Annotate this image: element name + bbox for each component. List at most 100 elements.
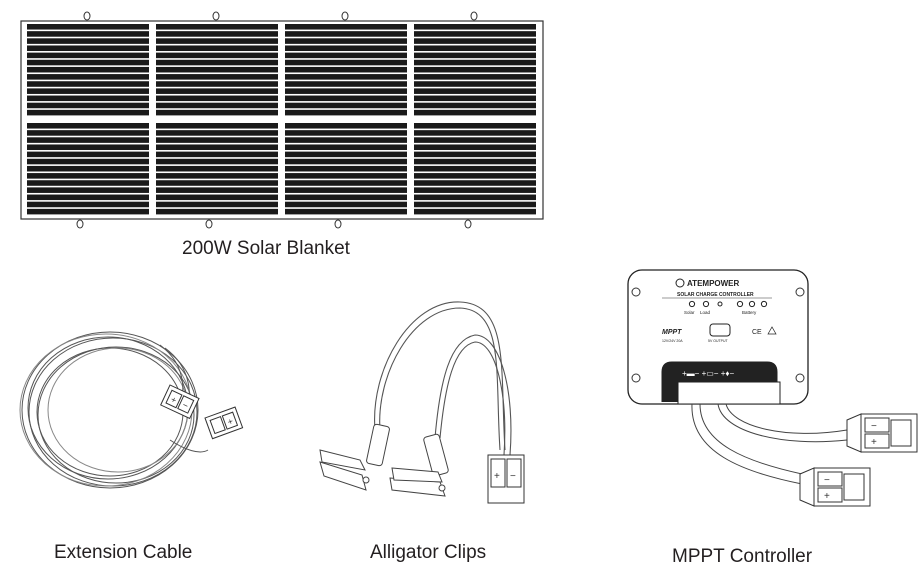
solar-panel [156,123,278,215]
panel-cell-strip [156,130,278,136]
panel-cell-strip [27,165,149,172]
panel-cell-strip [414,66,536,73]
solar-panel [285,24,407,116]
clip-cables [374,301,512,456]
grommet-icon [83,11,91,21]
anderson-connector-2: + [204,406,244,440]
panel-cell-strip [285,81,407,87]
panel-cell-strip [285,66,407,73]
panel-cell-strip [156,180,278,186]
panel-cell-strip [156,109,278,116]
grommet-icon [464,219,472,229]
grommets [76,11,478,229]
panel-cell-strip [27,173,149,179]
panel-cell-strip [156,144,278,151]
panel-cell-strip [156,158,278,165]
panel-cell-strip [414,180,536,186]
extension-cable-caption: Extension Cable [54,542,193,563]
panel-cell-strip [414,31,536,37]
terminal-symbols: +▬− +▭− +♦− [682,369,734,378]
controller-cables [691,403,848,485]
panel-cell-strip [285,151,407,158]
alligator-clip-1 [319,449,370,491]
panel-cell-strip [27,88,149,94]
alligator-clips: + − [319,301,525,504]
label-load: Load [700,310,711,315]
alligator-clip-2 [389,467,446,497]
minus-symbol: − [181,400,190,411]
panel-cell-strip [285,165,407,172]
panel-cell-strip [27,59,149,66]
panel-cell-strip [156,194,278,201]
panel-cell-strip [285,173,407,179]
panel-cell-strip [285,102,407,109]
panel-cell-strip [156,81,278,87]
minus-symbol: − [510,471,516,482]
panel-cell-strip [414,38,536,44]
panel-cell-strip [285,74,407,80]
mppt-controller: ATEMPOWER SOLAR CHARGE CONTROLLER Solar … [627,269,918,507]
minus-symbol: − [871,421,877,432]
anderson-connector: + − [487,454,525,504]
anderson-connector-battery: − + [799,467,871,507]
panel-cell-strip [156,173,278,179]
panel-cell-strip [156,102,278,109]
panel-cell-strip [414,194,536,201]
panel-cell-strip [414,130,536,136]
panel-cell-strip [27,74,149,80]
panel-cell-strip [156,38,278,44]
panel-cell-strip [414,81,536,87]
terminal-cover [677,381,781,405]
panel-cell-strip [414,137,536,143]
alligator-clips-caption: Alligator Clips [370,542,487,563]
anderson-connector-load: − + [846,413,918,453]
panel-cell-strip [414,24,536,30]
panel-cell-strip [156,137,278,143]
model-label: MPPT [662,329,682,336]
solar-panels [27,24,536,215]
panel-cell-strip [285,45,407,52]
panel-cell-strip [27,102,149,109]
panel-cell-strip [27,31,149,37]
panel-cell-strip [27,24,149,30]
panel-cell-strip [27,109,149,116]
panel-cell-strip [414,95,536,102]
usb-port [709,323,731,337]
panel-cell-strip [285,95,407,102]
panel-cell-strip [27,187,149,193]
panel-cell-strip [285,187,407,193]
panel-cell-strip [156,74,278,80]
panel-cell-strip [414,123,536,129]
spec-label: 12V/24V 20A [662,339,683,343]
panel-cell-strip [285,194,407,201]
solar-blanket [20,11,544,229]
panel-cell-strip [27,66,149,73]
grommet-icon [334,219,342,229]
panel-cell-strip [27,52,149,59]
panel-cell-strip [285,109,407,116]
panel-cell-strip [414,74,536,80]
panel-cell-strip [156,31,278,37]
panel-cell-strip [156,88,278,94]
panel-cell-strip [285,52,407,59]
panel-cell-strip [156,24,278,30]
panel-cell-strip [156,123,278,129]
panel-cell-strip [27,123,149,129]
solar-panel [285,123,407,215]
extension-cable: + − + [19,331,244,489]
panel-cell-strip [414,109,536,116]
solar-panel [414,24,536,116]
mounting-holes [631,287,805,383]
panel-cell-strip [285,38,407,44]
anderson-connector-1: + − [160,384,200,420]
plus-symbol: + [169,394,178,405]
panel-cell-strip [285,130,407,136]
panel-cell-strip [156,52,278,59]
panel-cell-strip [285,137,407,143]
solar-panel [27,123,149,215]
panel-cell-strip [27,144,149,151]
solar-panel [156,24,278,116]
plus-symbol: + [226,416,234,427]
grommet-icon [470,11,478,21]
panel-cell-strip [414,151,536,158]
